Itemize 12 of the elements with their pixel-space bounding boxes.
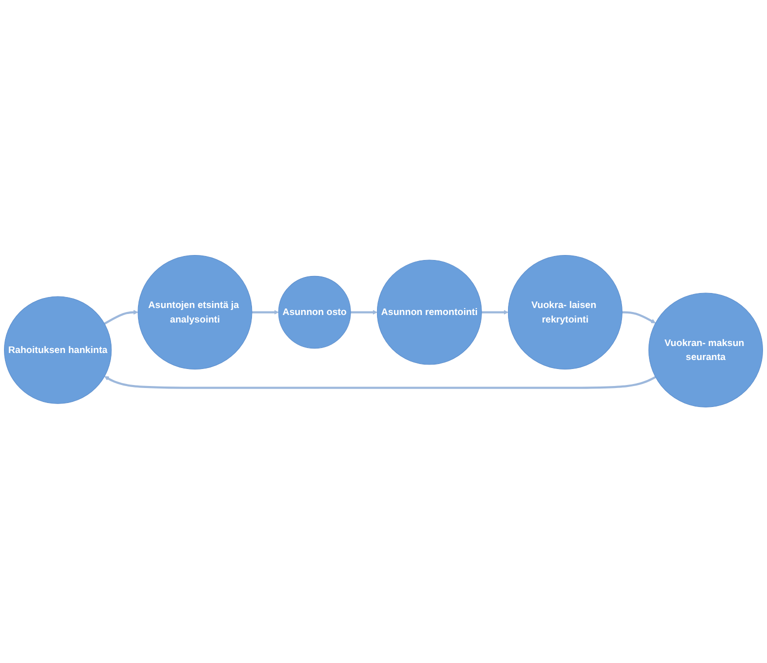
arrow — [104, 376, 656, 390]
arrow — [350, 310, 378, 315]
arrow — [482, 310, 508, 315]
node-circle: Asunnon osto — [278, 276, 351, 349]
node-circle: Vuokran- maksun seuranta — [648, 293, 763, 408]
node-circle: Asunnon remontointi — [376, 260, 482, 366]
arrow — [252, 310, 279, 315]
node-circle: Asuntojen etsintä ja analysointi — [138, 255, 252, 370]
node-circle: Rahoituksen hankinta — [4, 296, 112, 404]
node-circle: Vuokra- laisen rekrytointi — [508, 255, 622, 370]
arrow — [104, 310, 138, 325]
arrow — [622, 312, 656, 324]
